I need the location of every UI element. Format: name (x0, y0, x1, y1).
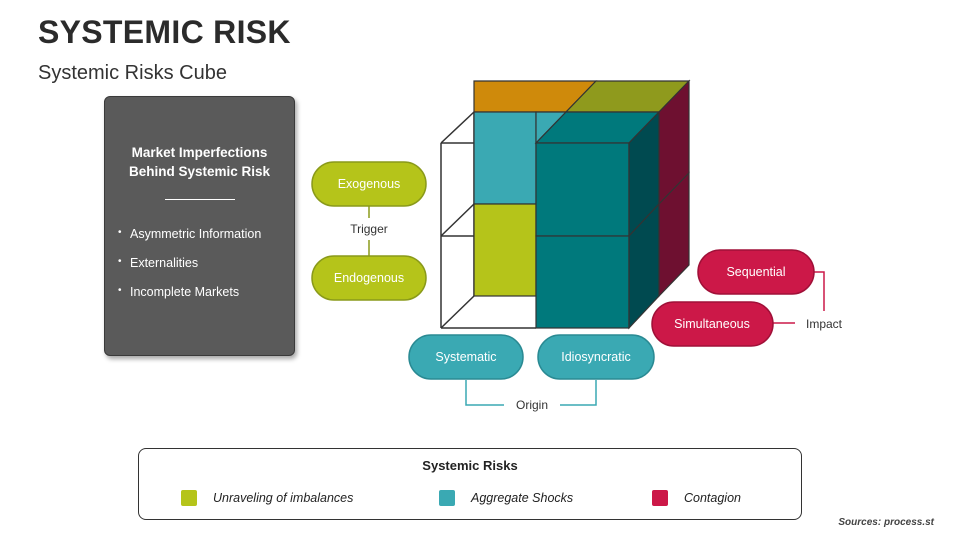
bullet-dot-icon: • (118, 227, 122, 238)
impact-label: Impact (806, 317, 843, 331)
idiosyncratic-pill (537, 334, 655, 380)
page-title: SYSTEMIC RISK (38, 14, 291, 50)
origin-label: Origin (516, 398, 548, 412)
simultaneous-pill (651, 301, 774, 347)
card-title-line1: Market Imperfections (131, 145, 268, 160)
endogenous-pill (311, 255, 427, 301)
card-bullet: •Asymmetric Information (118, 227, 262, 241)
legend-item-aggregate-shocks: Aggregate Shocks (439, 490, 573, 506)
legend-swatch-crimson (652, 490, 668, 506)
idiosyncratic-label: Idiosyncratic (561, 350, 630, 364)
sequential-label: Sequential (726, 265, 785, 279)
card-divider (165, 199, 235, 200)
card-bullet: •Externalities (118, 256, 199, 270)
market-imperfections-card: Market Imperfections Behind Systemic Ris… (104, 96, 295, 356)
trigger-axis: Exogenous Endogenous Trigger (311, 161, 427, 301)
card-bullet: •Incomplete Markets (118, 285, 240, 299)
page-subtitle: Systemic Risks Cube (38, 62, 227, 84)
cube-inner-olive (473, 203, 537, 297)
card-title-line2: Behind Systemic Risk (128, 164, 271, 179)
endogenous-label: Endogenous (334, 271, 404, 285)
legend-swatch-teal (439, 490, 455, 506)
bullet-dot-icon: • (118, 285, 122, 296)
sequential-pill (697, 249, 815, 295)
cube-dark-teal-front-upper (535, 142, 630, 237)
legend-item-contagion: Contagion (652, 490, 741, 506)
systematic-pill (408, 334, 524, 380)
legend-box: Systemic Risks Unraveling of imbalances … (138, 448, 802, 520)
source-note: Sources: process.st (838, 517, 934, 528)
legend-item-unraveling: Unraveling of imbalances (181, 490, 353, 506)
card-bullet-list: •Asymmetric Information •Externalities •… (105, 227, 261, 314)
bullet-dot-icon: • (118, 256, 122, 267)
card-title: Market Imperfections Behind Systemic Ris… (105, 143, 294, 181)
cube-dark-teal-front-lower (535, 235, 630, 329)
legend-swatch-olive (181, 490, 197, 506)
exogenous-pill (311, 161, 427, 207)
cube-inner-teal (473, 111, 537, 205)
risk-cube (440, 79, 691, 330)
legend-title: Systemic Risks (422, 458, 518, 473)
cube-maroon-lower (658, 171, 690, 298)
simultaneous-label: Simultaneous (674, 317, 750, 331)
trigger-label: Trigger (350, 222, 388, 236)
origin-axis: Systematic Idiosyncratic Origin (408, 334, 655, 412)
impact-axis: Sequential Simultaneous Impact (651, 249, 843, 347)
exogenous-label: Exogenous (338, 177, 401, 191)
systematic-label: Systematic (435, 350, 496, 364)
